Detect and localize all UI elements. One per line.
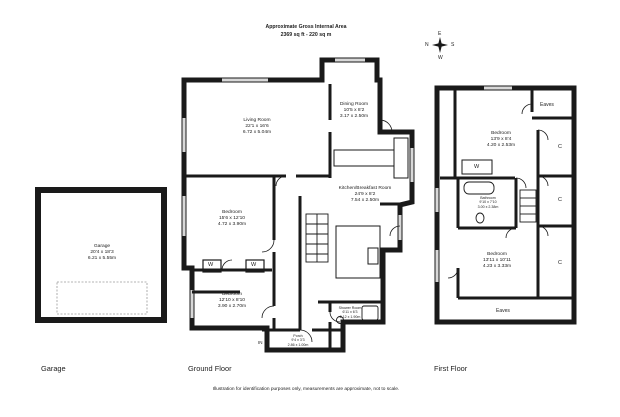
compass-s: S (451, 42, 455, 48)
ground-interior-walls (184, 84, 400, 350)
garage-plan (35, 187, 167, 323)
kitchen-units (333, 137, 409, 279)
ground-outer-walls (181, 57, 415, 353)
floor-label-ground: Ground Floor (188, 364, 232, 373)
first-wardrobe-box (461, 159, 493, 175)
garage-door-outline (56, 281, 148, 315)
disclaimer-footer: Illustration for identification purposes… (212, 387, 400, 392)
floor-label-first: First Floor (434, 364, 468, 373)
first-interior-walls (440, 90, 574, 300)
first-floor-plan (434, 85, 577, 325)
wardrobe-box-2 (245, 259, 265, 273)
first-windows (435, 86, 512, 282)
cupboard-mark-2: C (558, 197, 562, 203)
garage-walls (35, 187, 167, 323)
wardrobe-box-1 (202, 259, 222, 273)
first-door-swings (447, 103, 549, 279)
wardrobe-mark-3: W (474, 164, 480, 170)
cupboard-mark-1: C (558, 144, 562, 150)
compass-icon (432, 37, 448, 53)
entrance-mark: IN (258, 340, 263, 345)
compass-e: E (438, 31, 442, 37)
cupboard-mark-3: C (558, 260, 562, 266)
ground-windows (182, 58, 414, 318)
compass-w: W (438, 55, 443, 61)
compass-n: N (425, 42, 429, 48)
floor-label-garage: Garage (41, 364, 66, 373)
wardrobe-mark-1: W (208, 262, 214, 268)
first-outer-walls (434, 85, 577, 325)
first-staircase (519, 189, 537, 223)
shower-fixtures (336, 305, 379, 324)
bathroom-fixtures (463, 181, 495, 224)
ground-staircase (305, 213, 329, 263)
eaves-mark-bottom: Eaves (496, 308, 510, 314)
area-value: 2369 sq ft - 220 sq m (280, 32, 332, 38)
wardrobe-mark-2: W (251, 262, 257, 268)
ground-floor-plan (181, 57, 415, 353)
area-title: Approximate Gross Internal Area (265, 24, 347, 30)
ground-door-swings (221, 119, 401, 343)
eaves-mark-top: Eaves (540, 102, 554, 108)
